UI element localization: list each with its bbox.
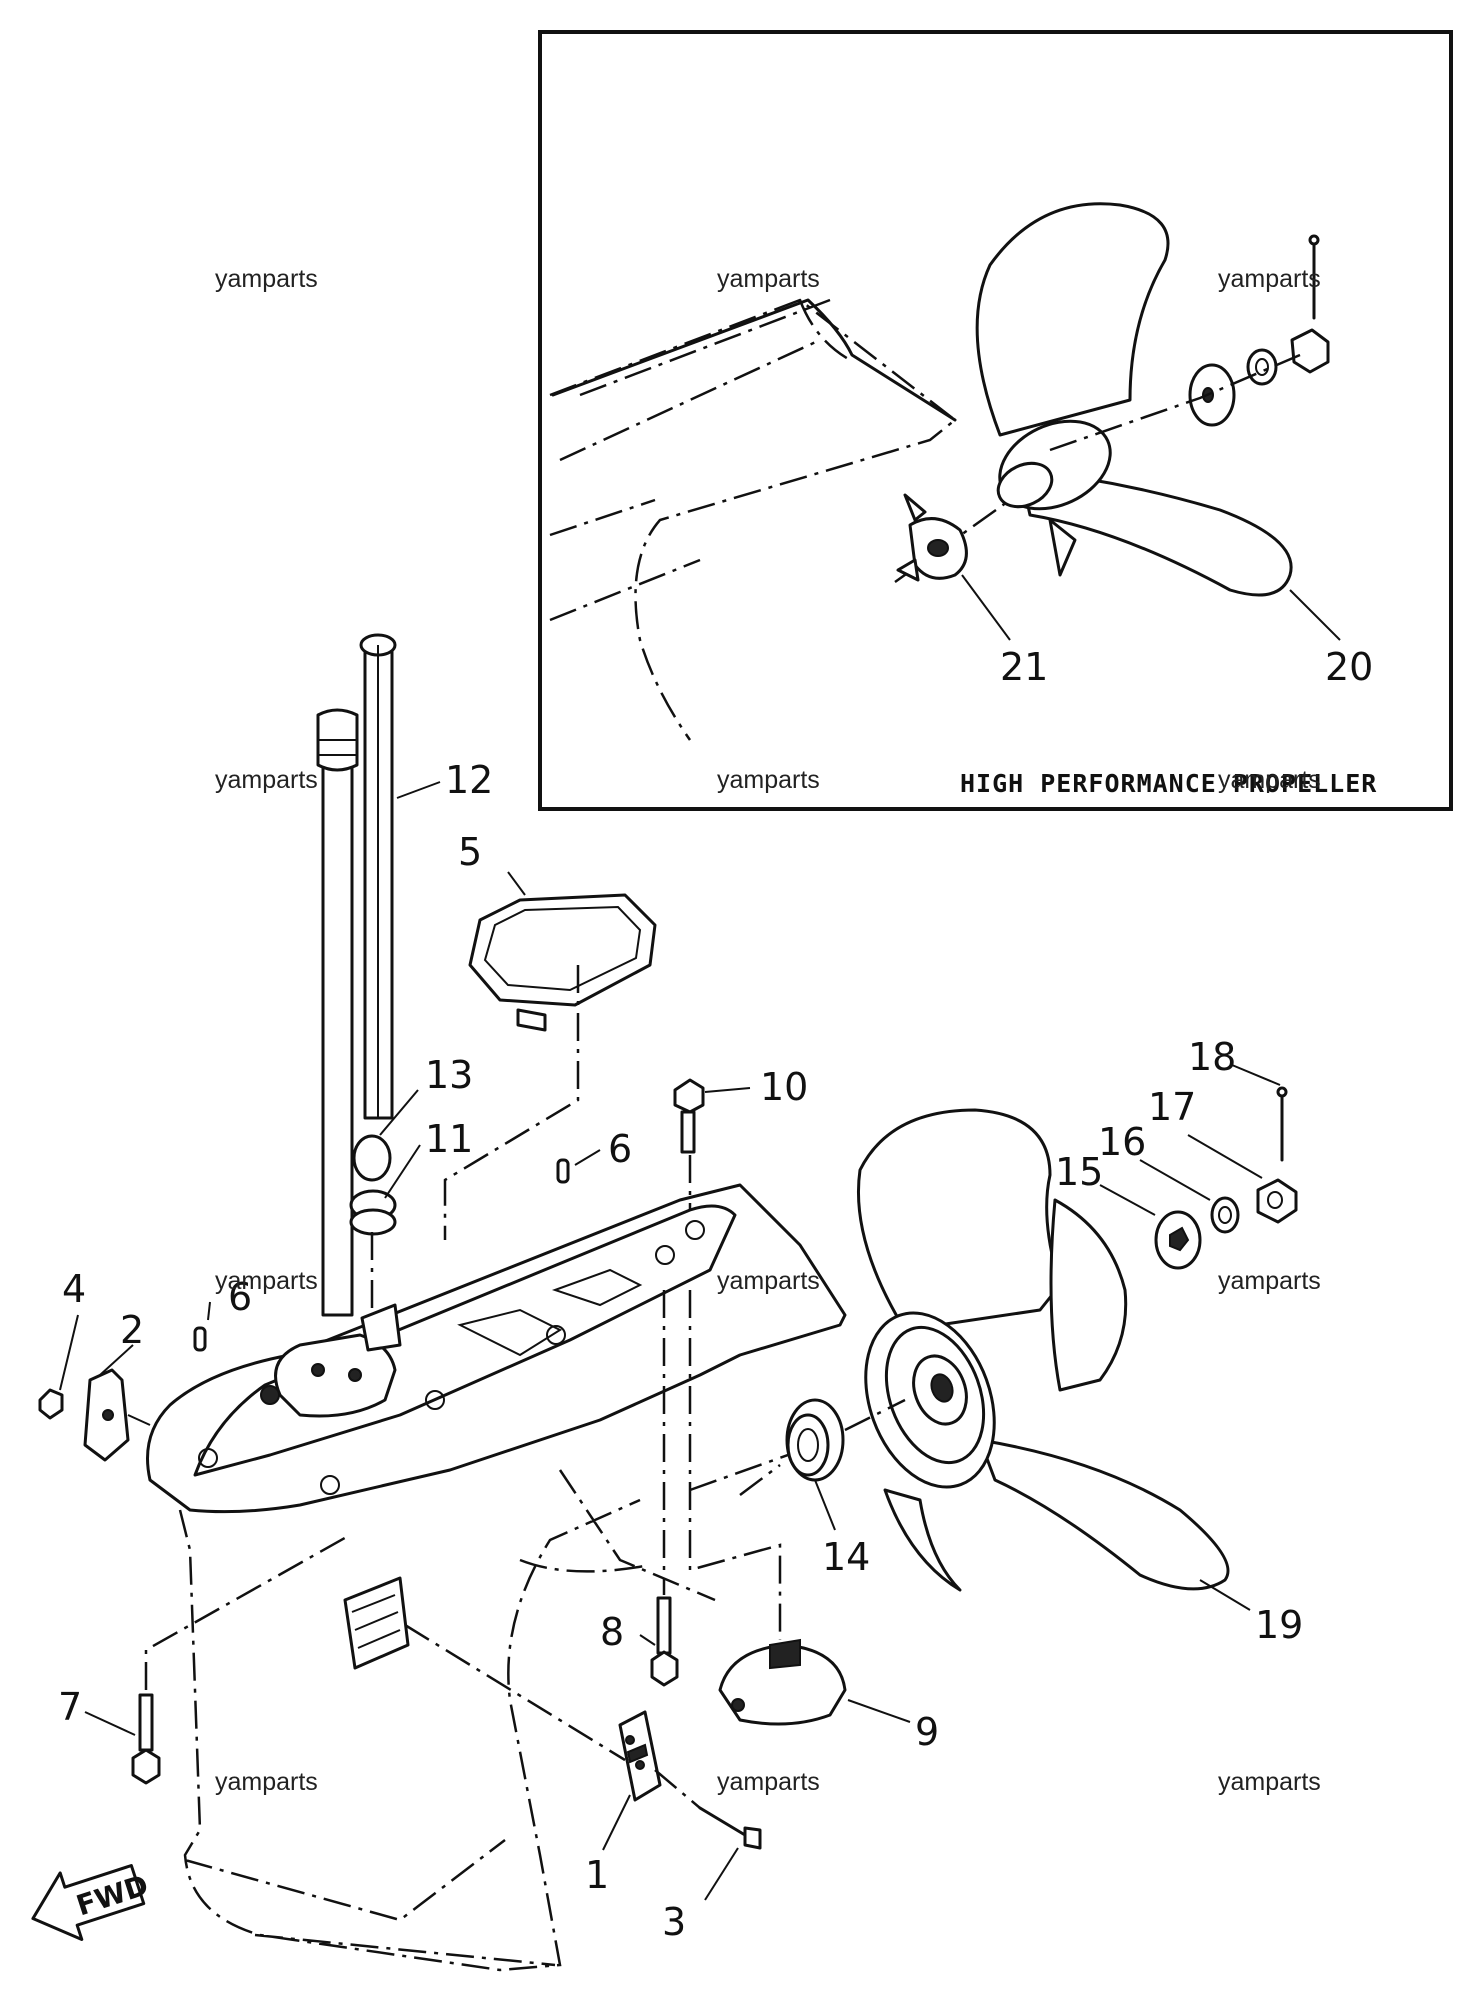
callout-10: 10 xyxy=(760,1065,808,1109)
callout-17: 17 xyxy=(1148,1085,1196,1129)
castle-nut-17 xyxy=(1256,1178,1298,1224)
watermark: yamparts xyxy=(717,1768,820,1796)
trim-tab-centerline xyxy=(688,1290,782,1640)
watermark: yamparts xyxy=(717,766,820,794)
callout-labels: 1 2 3 4 5 6 6 7 8 9 10 11 12 13 14 15 16… xyxy=(58,645,1373,1944)
water-inlet-cover-1 xyxy=(618,1710,662,1802)
grommet-13 xyxy=(352,1134,392,1182)
bolt-7 xyxy=(131,1693,161,1785)
inset-propeller xyxy=(975,202,1293,597)
callout-19: 19 xyxy=(1255,1603,1303,1647)
driveshaft-assembly xyxy=(316,633,397,1317)
inset-spacer xyxy=(1246,348,1278,386)
callout-13: 13 xyxy=(425,1053,473,1097)
bolt-10 xyxy=(673,1078,705,1154)
callout-6-lower: 6 xyxy=(228,1275,252,1319)
inset-gearcase-outline xyxy=(549,298,958,741)
inset-spacer-hole xyxy=(1255,358,1269,376)
thrust-holder-14 xyxy=(785,1398,845,1482)
watermark: yamparts xyxy=(1218,265,1321,293)
inset-title: HIGH PERFORMANCE PROPELLER xyxy=(960,769,1377,798)
leader-lines xyxy=(59,781,1281,1901)
inset-frame xyxy=(538,30,1453,811)
callout-3: 3 xyxy=(662,1900,686,1944)
lower-casing-top xyxy=(146,1183,847,1514)
gasket-5 xyxy=(468,893,657,1032)
callout-7: 7 xyxy=(58,1685,82,1729)
callout-9: 9 xyxy=(915,1710,939,1754)
fwd-arrow-icon xyxy=(31,1864,146,1941)
inset-castle-nut xyxy=(1290,328,1330,374)
watermark: yamparts xyxy=(1218,1768,1321,1796)
callout-14: 14 xyxy=(822,1535,870,1579)
leader-20 xyxy=(1289,589,1341,641)
callout-11: 11 xyxy=(425,1117,473,1161)
watermark: yamparts xyxy=(717,1267,820,1295)
callout-18: 18 xyxy=(1188,1035,1236,1079)
watermark: yamparts xyxy=(215,766,318,794)
inset-high-performance-propeller xyxy=(538,30,1453,811)
leader-21 xyxy=(961,574,1011,641)
dowel-pin-6b xyxy=(556,1158,570,1184)
watermarks: yamparts yamparts yamparts yamparts yamp… xyxy=(215,265,1321,1796)
prop-shaft-centerline xyxy=(739,1398,906,1496)
water-inlet-cover xyxy=(343,1576,410,1670)
callout-1: 1 xyxy=(585,1853,609,1897)
callout-2: 2 xyxy=(120,1308,144,1352)
callout-8: 8 xyxy=(600,1610,624,1654)
callout-15: 15 xyxy=(1055,1150,1103,1194)
lower-casing-body xyxy=(178,1438,831,1972)
watermark: yamparts xyxy=(215,1267,318,1295)
inset-thrust-holder xyxy=(896,493,968,582)
watermark: yamparts xyxy=(717,265,820,293)
cotter-pin-18 xyxy=(1276,1086,1288,1162)
watermark: yamparts xyxy=(1218,766,1321,794)
callout-21: 21 xyxy=(1000,645,1048,689)
spacer-16 xyxy=(1210,1196,1240,1234)
lower-casing xyxy=(146,1183,847,1972)
watermark: yamparts xyxy=(215,265,318,293)
nut-4 xyxy=(38,1388,64,1420)
gasket-centerline xyxy=(443,965,580,1240)
callout-20: 20 xyxy=(1325,645,1373,689)
inset-gearcase-hull xyxy=(551,298,957,422)
inlet-centerline xyxy=(404,1623,626,1762)
callout-4: 4 xyxy=(62,1267,86,1311)
bolt-7-centerline xyxy=(144,1533,351,1690)
screw-3 xyxy=(698,1806,762,1850)
callout-12: 12 xyxy=(445,758,493,802)
water-pump-housing xyxy=(274,1333,397,1418)
callout-6-upper: 6 xyxy=(608,1127,632,1171)
drive-shaft xyxy=(321,723,354,1317)
callout-16: 16 xyxy=(1098,1120,1146,1164)
bolt-8 xyxy=(650,1596,679,1687)
trim-tab-9 xyxy=(718,1638,847,1726)
watermark: yamparts xyxy=(215,1768,318,1796)
watermark: yamparts xyxy=(1218,1267,1321,1295)
propeller-19 xyxy=(856,1108,1230,1592)
dowel-pin-6a xyxy=(193,1326,207,1352)
lower-casing-deck xyxy=(193,1204,737,1477)
washer-15 xyxy=(1154,1210,1202,1270)
callout-5: 5 xyxy=(458,830,482,874)
